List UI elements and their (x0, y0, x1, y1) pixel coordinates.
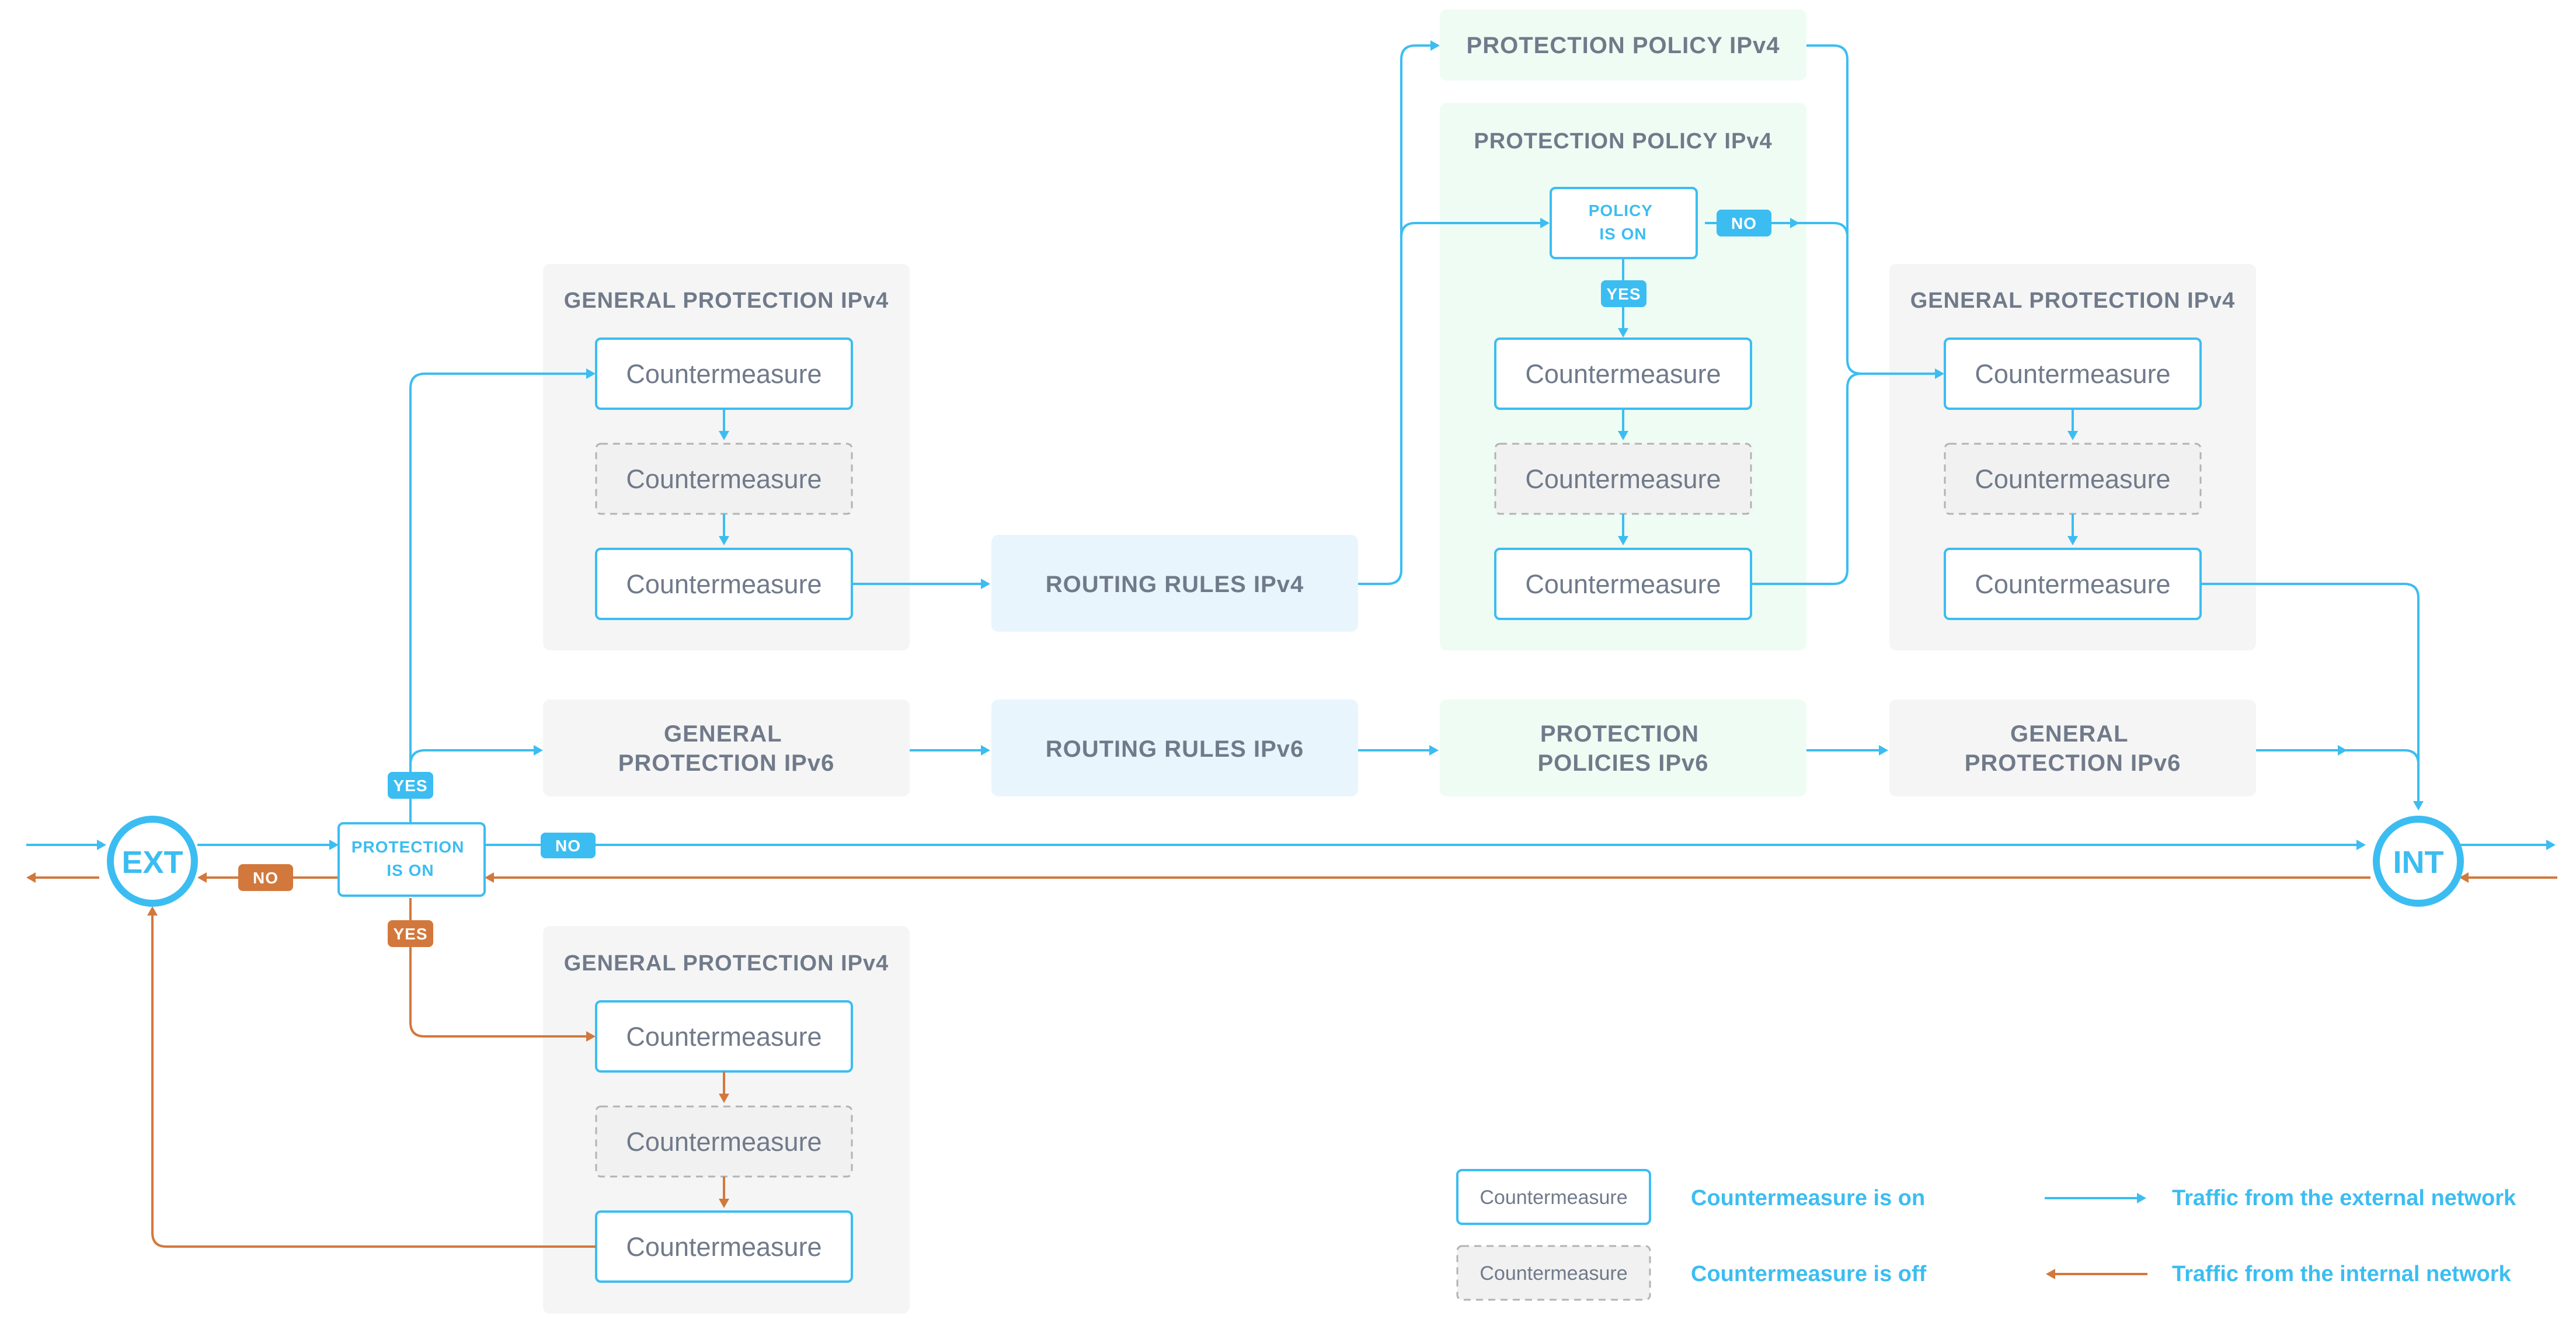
routing-ipv4-box (991, 535, 1358, 632)
external-traffic-arrowheads (97, 40, 2556, 850)
general-ipv6-right-title: GENERAL PROTECTION IPv6 (1965, 721, 2181, 776)
policy-ipv4-single-box (1440, 9, 1806, 81)
svg-text:NO: NO (253, 869, 279, 887)
general-ipv4-top-title: GENERAL PROTECTION IPv4 (564, 288, 889, 313)
internal-traffic-arrowheads (26, 872, 2469, 1208)
legend-external-arrowhead (2137, 1193, 2146, 1203)
legend-countermeasure-off-label: Countermeasure is off (1691, 1262, 1927, 1286)
policy-ipv4-group-title: PROTECTION POLICY IPv4 (1474, 129, 1772, 154)
countermeasure-on: Countermeasure (1944, 548, 2202, 620)
policy-is-on-decision: POLICY IS ON (1550, 187, 1698, 259)
svg-text:Countermeasure: Countermeasure (1975, 464, 2170, 494)
legend-external-label: Traffic from the external network (2172, 1186, 2516, 1210)
countermeasure-on: Countermeasure (595, 1210, 853, 1283)
yes-tag: YES (1601, 280, 1646, 307)
svg-text:Countermeasure: Countermeasure (1525, 359, 1721, 389)
svg-text:Countermeasure: Countermeasure (626, 1127, 821, 1157)
svg-text:YES: YES (393, 925, 427, 943)
countermeasure-off: Countermeasure (595, 1105, 853, 1178)
svg-text:Countermeasure: Countermeasure (1975, 569, 2170, 599)
no-tag: NO (238, 864, 293, 891)
svg-text:PROTECTION IS ON: PROTECTION IS ON (351, 838, 469, 879)
yes-tag: YES (388, 920, 433, 947)
countermeasure-on: Countermeasure (595, 1000, 853, 1073)
countermeasure-off: Countermeasure (595, 443, 853, 515)
svg-text:POLICY IS ON: POLICY IS ON (1589, 201, 1658, 243)
legend-internal-label: Traffic from the internal network (2172, 1262, 2512, 1286)
general-ipv6-left-title: GENERAL PROTECTION IPv6 (618, 721, 835, 776)
svg-text:Countermeasure: Countermeasure (1975, 359, 2170, 389)
legend: Countermeasure Countermeasure Countermea… (1456, 1169, 2516, 1301)
countermeasure-off: Countermeasure (1944, 443, 2202, 515)
policies-ipv6-title: PROTECTION POLICIES IPv6 (1537, 721, 1708, 776)
policy-ipv4-single-title: PROTECTION POLICY IPv4 (1467, 33, 1780, 58)
countermeasure-on: Countermeasure (1494, 548, 1752, 620)
svg-text:Countermeasure: Countermeasure (1525, 464, 1721, 494)
svg-text:INT: INT (2393, 845, 2444, 880)
protection-is-on-decision: PROTECTION IS ON (337, 822, 486, 897)
legend-countermeasure-on-sample: Countermeasure (1456, 1169, 1651, 1225)
countermeasure-on: Countermeasure (1494, 337, 1752, 410)
svg-text:Countermeasure: Countermeasure (1525, 569, 1721, 599)
general-ipv4-right-title: GENERAL PROTECTION IPv4 (1910, 288, 2236, 313)
svg-text:YES: YES (1606, 285, 1641, 303)
svg-text:Countermeasure: Countermeasure (1480, 1186, 1627, 1209)
ext-terminal: EXT (107, 816, 198, 907)
yes-tag: YES (388, 772, 433, 799)
general-ipv6-right-box (1889, 699, 2256, 796)
svg-text:NO: NO (1731, 214, 1757, 232)
policies-ipv6-box (1440, 699, 1806, 796)
svg-text:Countermeasure: Countermeasure (626, 359, 821, 389)
general-ipv6-left-box (543, 699, 910, 796)
routing-ipv4-title: ROUTING RULES IPv4 (1046, 572, 1304, 597)
external-traffic-lines (26, 44, 2549, 846)
legend-internal-arrowhead (2046, 1269, 2055, 1279)
svg-text:Countermeasure: Countermeasure (626, 569, 821, 599)
general-ipv4-bottom-title: GENERAL PROTECTION IPv4 (564, 951, 889, 976)
svg-text:YES: YES (393, 777, 427, 795)
no-tag: NO (541, 833, 596, 858)
svg-text:NO: NO (555, 837, 581, 855)
countermeasure-on: Countermeasure (1944, 337, 2202, 410)
countermeasure-on: Countermeasure (595, 548, 853, 620)
svg-text:Countermeasure: Countermeasure (626, 464, 821, 494)
svg-text:EXT: EXT (121, 845, 183, 880)
int-terminal: INT (2373, 816, 2464, 907)
legend-countermeasure-off-sample: Countermeasure (1456, 1245, 1651, 1301)
countermeasure-off: Countermeasure (1494, 443, 1752, 515)
svg-text:Countermeasure: Countermeasure (1480, 1262, 1627, 1285)
svg-text:Countermeasure: Countermeasure (626, 1022, 821, 1052)
routing-ipv6-title: ROUTING RULES IPv6 (1046, 736, 1304, 762)
svg-text:Countermeasure: Countermeasure (626, 1232, 821, 1262)
routing-ipv6-box (991, 699, 1358, 796)
legend-countermeasure-on-label: Countermeasure is on (1691, 1186, 1925, 1210)
no-tag: NO (1717, 210, 1771, 236)
countermeasure-on: Countermeasure (595, 337, 853, 410)
